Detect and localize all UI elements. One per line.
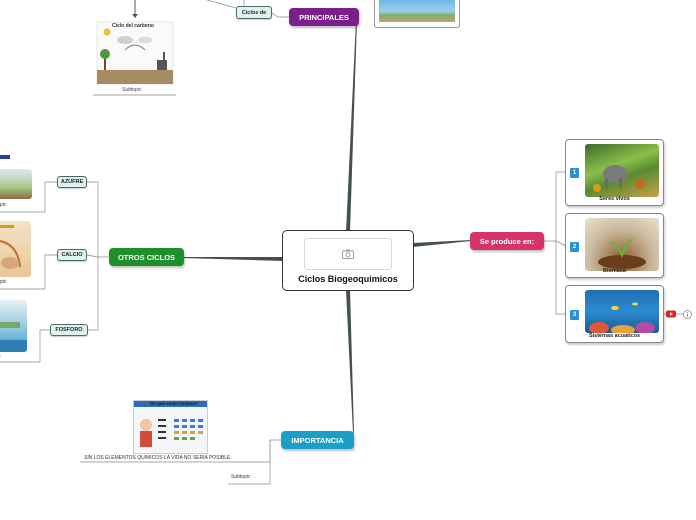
azufre-caption: pic (0, 202, 7, 208)
calcio-caption: pic (0, 279, 7, 285)
subtopic-calcio[interactable]: CALCIO (57, 249, 87, 261)
elements-infographic[interactable] (133, 400, 208, 454)
carbon-cycle-image (96, 0, 174, 85)
carbon-cycle-title: Ciclo del carbono (112, 23, 154, 29)
subtopic-calcio-label: CALCIO (61, 252, 83, 258)
topic-importancia[interactable]: IMPORTANCIA (281, 431, 354, 449)
card-sistemas-acuaticos[interactable]: 3 Sistemas acuaticos (565, 285, 664, 343)
central-topic[interactable]: Ciclos Biogeoquimicos (282, 230, 414, 291)
subtopic-ciclos-de[interactable]: Ciclos de (236, 6, 272, 19)
camera-icon (342, 249, 354, 259)
card-number-badge: 2 (570, 242, 579, 252)
importancia-subtopic[interactable]: Subtopic (231, 474, 251, 480)
card-number-badge: 3 (570, 310, 579, 320)
card-label: Sistemas acuaticos (588, 333, 641, 339)
importancia-note[interactable]: SIN LOS ELEMENTOS QUIMICOS LA VIDA NO SE… (84, 455, 232, 461)
subtopic-ciclos-de-label: Ciclos de (241, 9, 267, 16)
topic-otros-ciclos[interactable]: OTROS CICLOS (109, 248, 184, 266)
topic-se-produce-en[interactable]: Se produce en: (470, 232, 544, 250)
principales-diagram-caption: Subtopic (122, 87, 142, 93)
subtopic-azufre-label: AZUFRE (60, 179, 84, 185)
topic-otros-ciclos-label: OTROS CICLOS (117, 252, 176, 262)
central-title: Ciclos Biogeoquimicos (298, 273, 398, 284)
topic-importancia-label: IMPORTANCIA (291, 435, 344, 445)
subtopic-azufre[interactable]: AZUFRE (57, 176, 87, 188)
topic-principales[interactable]: PRINCIPALES (289, 8, 359, 26)
phosphorus-cycle-image[interactable] (0, 300, 27, 352)
youtube-icon[interactable] (666, 310, 676, 318)
sulfur-cycle-image[interactable] (0, 155, 32, 201)
coral-reef-image (585, 290, 659, 333)
wildlife-image (585, 144, 659, 197)
topic-se-produce-en-label: Se produce en: (479, 236, 535, 246)
biomass-image (585, 218, 659, 271)
info-icon[interactable] (683, 310, 692, 319)
infographic-title: De qué están hechos? (150, 401, 198, 406)
carbon-cycle-diagram[interactable] (95, 0, 175, 86)
fosforo-caption: : (0, 353, 2, 359)
topic-principales-label: PRINCIPALES (299, 12, 349, 22)
card-label: Biomasa (603, 268, 626, 274)
image-placeholder[interactable] (304, 237, 392, 270)
subtopic-fosforo[interactable]: FOSFORO (50, 324, 88, 336)
subtopic-fosforo-label: FOSFORO (55, 327, 83, 333)
card-seres-vivos[interactable]: 1 Seres vivos (565, 139, 664, 206)
card-label: Seres vivos (599, 196, 630, 202)
calcium-cycle-image[interactable] (0, 221, 31, 277)
landscape-image (379, 0, 455, 22)
principales-image-card[interactable] (374, 0, 460, 28)
card-number-badge: 1 (570, 168, 579, 178)
card-biomasa[interactable]: 2 Biomasa (565, 213, 664, 278)
